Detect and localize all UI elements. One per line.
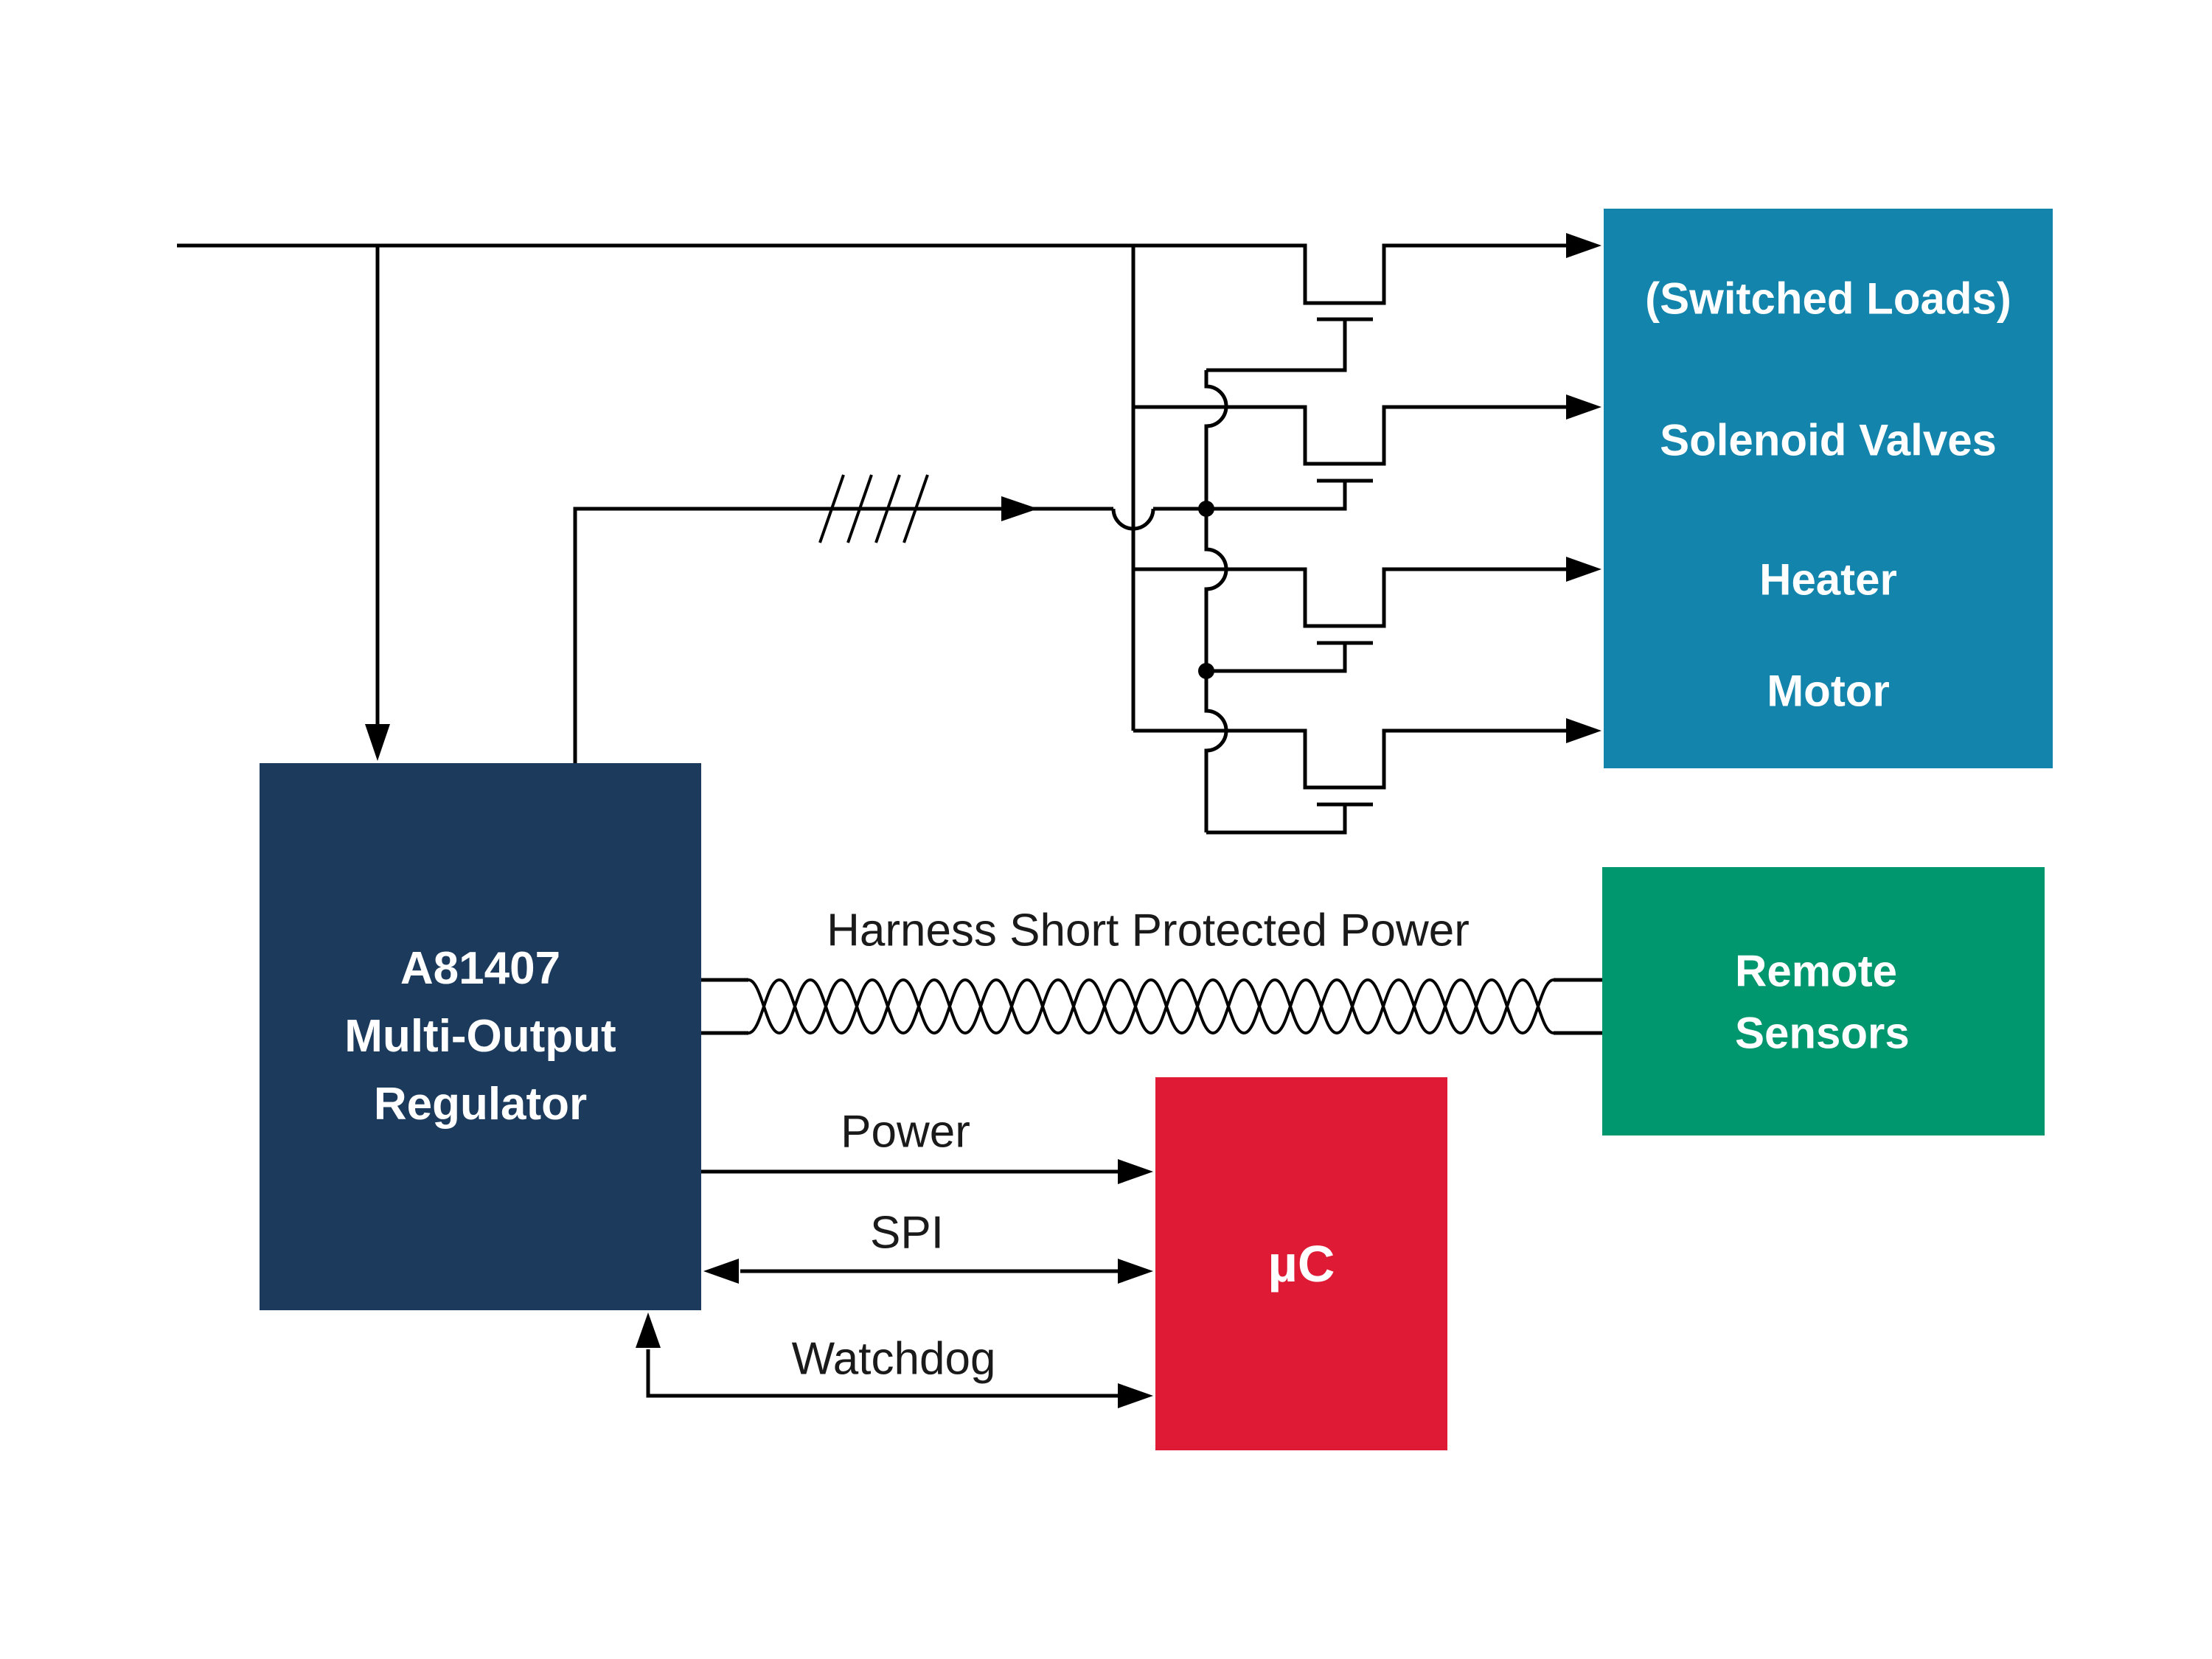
regulator-label: A81407 Multi-Output Regulator — [260, 935, 701, 1138]
control-wire — [573, 507, 1206, 763]
mcu-block: µC — [1155, 1077, 1447, 1450]
arrowhead-icon-rail4 — [1566, 718, 1601, 743]
arrowhead-icon-watchdog-right — [1118, 1383, 1153, 1408]
arrowhead-icon-rail2 — [1566, 394, 1601, 420]
regulator-label-line1: A81407 — [400, 943, 561, 994]
spi-label: SPI — [870, 1207, 944, 1259]
mosfet-4-gate-lead — [1206, 804, 1347, 835]
regulator-label-line3: Regulator — [373, 1079, 588, 1130]
mosfet-2-gate-lead — [1214, 481, 1347, 511]
arrowhead-icon-rail1 — [1566, 233, 1601, 258]
regulator-block: A81407 Multi-Output Regulator — [260, 763, 701, 1310]
supply-rail-1-wire — [177, 243, 1568, 305]
supply-rail-3-wire — [1133, 567, 1568, 628]
regulator-label-line2: Multi-Output — [344, 1011, 616, 1062]
load-item-solenoid-valves: Solenoid Valves — [1660, 415, 1997, 465]
gate-chain-wire — [1204, 370, 1228, 832]
load-item-heater: Heater — [1759, 554, 1897, 605]
mosfet-3-gate-lead — [1214, 643, 1347, 673]
load-item-motor: Motor — [1767, 666, 1890, 716]
arrowhead-icon-rail3 — [1566, 557, 1601, 582]
switched-loads-title: (Switched Loads) — [1645, 274, 2011, 324]
remote-sensors-label-line2: Sensors — [1735, 1008, 1910, 1058]
switched-loads-block: (Switched Loads) Solenoid Valves Heater … — [1604, 209, 2053, 768]
supply-rail-4-wire — [1133, 728, 1568, 790]
arrowhead-icon-watchdog-up — [636, 1312, 661, 1348]
twisted-pair-coil — [748, 978, 1554, 1035]
bus-slash-marks — [818, 474, 929, 543]
harness-lead-left — [701, 978, 748, 1035]
harness-lead-right — [1554, 978, 1602, 1035]
watchdog-label: Watchdog — [791, 1333, 996, 1385]
supply-rail-2-wire — [1133, 405, 1568, 466]
power-label: Power — [841, 1106, 970, 1158]
watchdog-wire — [646, 1349, 1119, 1398]
arrowhead-icon-supply-down — [365, 724, 390, 761]
arrowhead-icon-control — [1001, 496, 1038, 521]
junction-dot — [1198, 501, 1214, 517]
mcu-label: µC — [1267, 1235, 1335, 1293]
arrowhead-icon-spi-left — [703, 1259, 739, 1284]
junction-dot — [1198, 663, 1214, 679]
remote-sensors-block: Remote Sensors — [1602, 867, 2045, 1135]
arrowhead-icon-power — [1118, 1159, 1153, 1184]
remote-sensors-label-line1: Remote — [1735, 946, 1898, 996]
mosfet-1-gate-lead — [1206, 319, 1347, 372]
harness-label: Harness Short Protected Power — [827, 905, 1470, 956]
arrowhead-icon-spi-right — [1118, 1259, 1153, 1284]
